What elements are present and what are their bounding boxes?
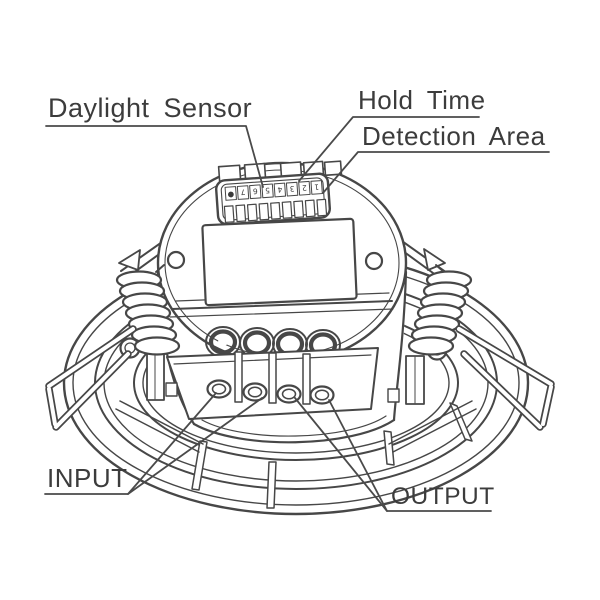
dip-cell-label: ● bbox=[227, 189, 235, 198]
terminal-screw bbox=[206, 379, 232, 399]
label-hold-time: Hold Time bbox=[358, 85, 486, 115]
label-input: INPUT bbox=[47, 463, 128, 493]
spring-arm-left bbox=[45, 325, 137, 431]
terminal-divider bbox=[234, 351, 243, 403]
spring-post-right bbox=[387, 355, 425, 405]
bezel-rib bbox=[449, 402, 473, 442]
dip-cell-label: 4 bbox=[277, 185, 283, 194]
bezel-rib bbox=[383, 430, 395, 466]
bezel-rib bbox=[191, 440, 208, 491]
terminal-block bbox=[166, 347, 379, 420]
mounting-spring-left bbox=[115, 264, 181, 359]
dip-cell-label: 1 bbox=[314, 182, 320, 191]
dip-cell-label: 2 bbox=[301, 183, 307, 192]
label-daylight-sensor: Daylight Sensor bbox=[48, 93, 252, 123]
label-window bbox=[201, 217, 358, 307]
terminal-screw bbox=[309, 385, 335, 405]
terminal-divider bbox=[302, 353, 311, 405]
spring-post-left bbox=[146, 351, 178, 401]
screw-hole-right bbox=[364, 251, 384, 271]
mounting-spring-right bbox=[407, 264, 473, 361]
dip-switch-levers bbox=[217, 160, 343, 183]
bezel-ribs bbox=[191, 402, 473, 509]
dip-switch-bank: ● 7 6 5 4 3 2 1 bbox=[215, 160, 343, 226]
callout-leaders bbox=[44, 116, 550, 512]
leader-input-2 bbox=[127, 397, 263, 495]
leader-daylight-sensor bbox=[45, 125, 264, 188]
terminal-divider bbox=[268, 352, 277, 404]
label-output: OUTPUT bbox=[391, 483, 495, 510]
terminal-screw bbox=[242, 382, 268, 402]
callout-labels: Daylight Sensor Hold Time Detection Area… bbox=[47, 85, 546, 510]
dip-cell-label: 5 bbox=[265, 186, 271, 195]
screw-hole-left bbox=[166, 250, 186, 270]
dip-switch-cells: ● 7 6 5 4 3 2 1 bbox=[224, 180, 323, 201]
dip-switch-teeth bbox=[223, 198, 328, 223]
dip-cell-label: 7 bbox=[240, 187, 246, 196]
leader-hold-time bbox=[298, 116, 480, 182]
label-detection-area: Detection Area bbox=[362, 121, 546, 151]
leader-output-2 bbox=[328, 399, 388, 512]
leader-detection-area bbox=[322, 151, 550, 194]
dip-cell-label: 6 bbox=[252, 187, 258, 196]
spring-arm-right bbox=[455, 325, 555, 431]
dip-cell-label: 3 bbox=[289, 184, 295, 193]
bezel-grooves bbox=[115, 400, 477, 453]
bezel-rib bbox=[266, 461, 277, 509]
